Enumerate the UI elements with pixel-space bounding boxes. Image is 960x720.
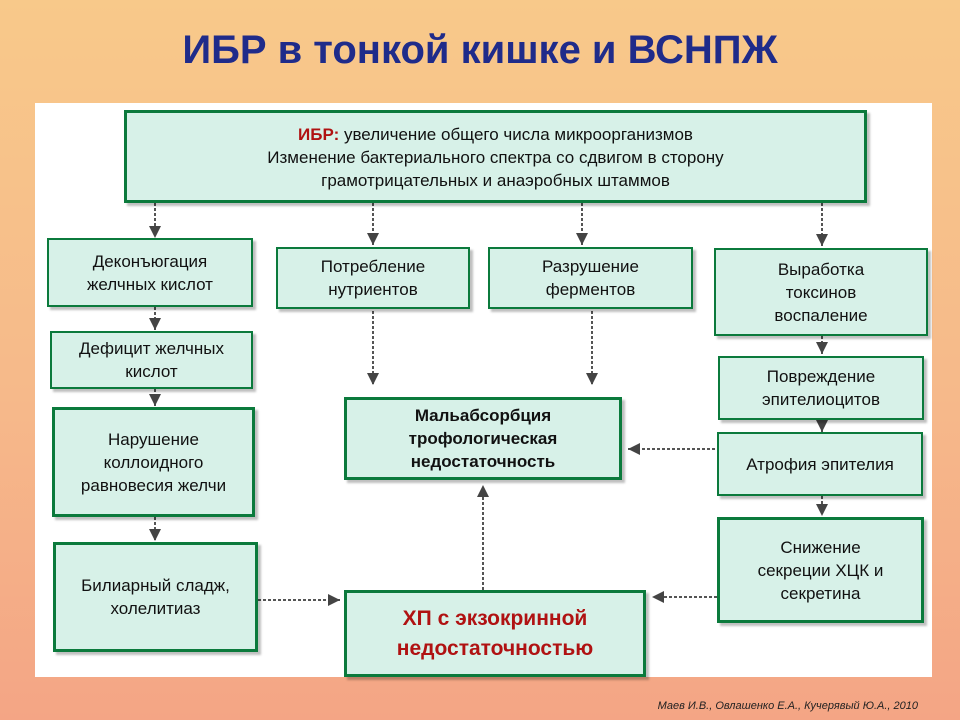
- nutrient-consumption-line-1: Потребление: [320, 257, 426, 276]
- bile-acid-deficit-line-2: кислот: [125, 362, 178, 381]
- citation: Маев И.В., Овлашенко Е.А., Кучерявый Ю.А…: [657, 700, 918, 712]
- chronic-pancreatitis-line-2: недостаточностью: [396, 636, 594, 660]
- bile-acid-deficit-line-1: Дефицит желчных: [79, 339, 224, 358]
- biliary-sludge-line-1: Билиарный сладж,: [81, 576, 230, 595]
- secretion-decrease-line-1: Снижение: [780, 537, 861, 557]
- epithelial-damage-line-1: Повреждение: [766, 367, 876, 386]
- chronic-pancreatitis-line-1: ХП с экзокринной: [402, 606, 588, 630]
- sibo-line-3: грамотрицательных и анаэробных штаммов: [321, 171, 670, 190]
- colloid-balance-line-2: коллоидного: [103, 452, 204, 472]
- malabsorption-line-1: Мальабсорбция: [414, 406, 552, 425]
- slide-title: ИБР в тонкой кишке и ВСНПЖ: [182, 28, 778, 72]
- colloid-balance-line-1: Нарушение: [108, 429, 199, 449]
- deconjugation-line-2: желчных кислот: [87, 274, 213, 294]
- nutrient-consumption-line-2: нутриентов: [328, 280, 418, 299]
- epithelial-damage-box: Повреждение эпителиоцитов: [718, 356, 924, 420]
- epithelial-atrophy-box: Атрофия эпителия: [717, 432, 923, 496]
- enzyme-destruction-line-2: ферментов: [545, 280, 636, 299]
- biliary-sludge-line-2: холелитиаз: [110, 599, 201, 618]
- sibo-box: ИБР: увеличение общего числа микрооргани…: [124, 110, 867, 203]
- malabsorption-line-2: трофологическая: [408, 429, 558, 448]
- toxin-production-line-3: воспаление: [774, 305, 868, 325]
- enzyme-destruction-box: Разрушение ферментов: [488, 247, 693, 309]
- toxin-production-line-1: Выработка: [777, 259, 865, 279]
- malabsorption-line-3: недостаточность: [410, 452, 556, 471]
- sibo-line-1: увеличение общего числа микроорганизмов: [343, 125, 693, 144]
- enzyme-destruction-line-1: Разрушение: [541, 257, 640, 276]
- nutrient-consumption-box: Потребление нутриентов: [276, 247, 470, 309]
- deconjugation-box: Деконъюгация желчных кислот: [47, 238, 253, 307]
- deconjugation-line-1: Деконъюгация: [92, 251, 208, 271]
- secretion-decrease-box: Снижение секреции ХЦК и секретина: [717, 517, 924, 623]
- toxin-production-box: Выработка токсинов воспаление: [714, 248, 928, 336]
- colloid-balance-line-3: равновесия желчи: [80, 475, 227, 495]
- secretion-decrease-line-3: секретина: [780, 583, 861, 603]
- sibo-label: ИБР:: [298, 125, 340, 144]
- secretion-decrease-line-2: секреции ХЦК и: [757, 560, 884, 580]
- epithelial-atrophy-label: Атрофия эпителия: [746, 454, 894, 474]
- toxin-production-line-2: токсинов: [785, 282, 857, 302]
- malabsorption-box: Мальабсорбция трофологическая недостаточно…: [344, 397, 622, 480]
- sibo-line-2: Изменение бактериального спектра со сдви…: [267, 148, 724, 167]
- bile-acid-deficit-box: Дефицит желчных кислот: [50, 331, 253, 389]
- chronic-pancreatitis-box: ХП с экзокринной недостаточностью: [344, 590, 646, 677]
- epithelial-damage-line-2: эпителиоцитов: [761, 390, 881, 409]
- biliary-sludge-box: Билиарный сладж, холелитиаз: [53, 542, 258, 652]
- colloid-balance-box: Нарушение коллоидного равновесия желчи: [52, 407, 255, 517]
